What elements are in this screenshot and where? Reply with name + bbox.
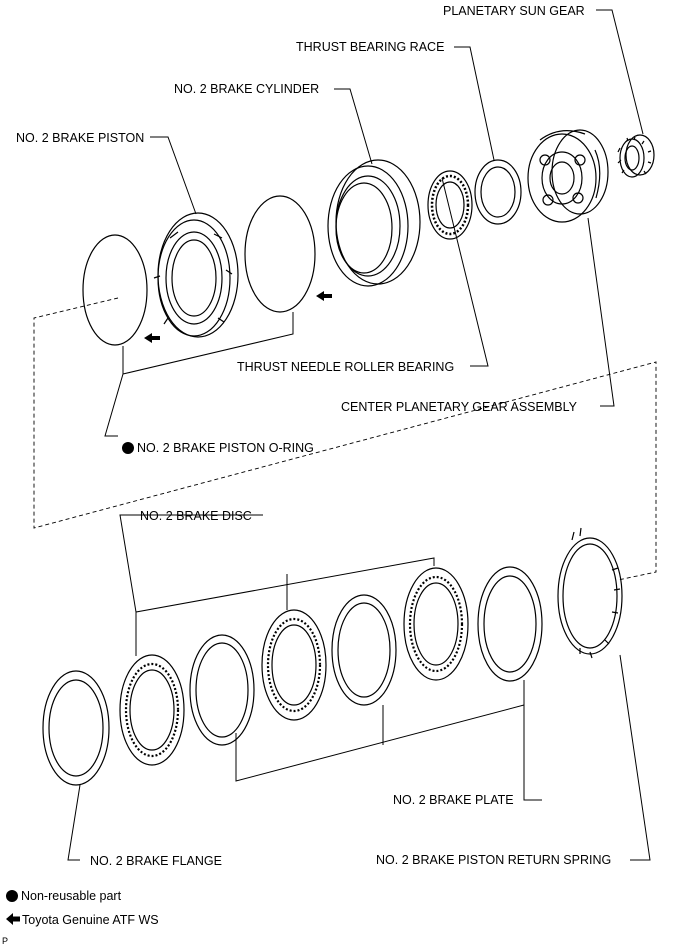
no2-brake-cylinder bbox=[327, 159, 421, 287]
no2-brake-piston bbox=[153, 212, 239, 338]
brake-plate-3 bbox=[189, 634, 255, 746]
thrust-bearing-race bbox=[474, 159, 522, 225]
label-center-planetary-gear-assembly: CENTER PLANETARY GEAR ASSEMBLY bbox=[341, 400, 577, 414]
label-thrust-needle-roller-bearing: THRUST NEEDLE ROLLER BEARING bbox=[237, 360, 455, 374]
piston-oring-outer bbox=[244, 195, 316, 313]
brake-disc-3 bbox=[119, 654, 185, 766]
label-no2-brake-flange: NO. 2 BRAKE FLANGE bbox=[90, 854, 222, 868]
label-thrust-bearing-race: THRUST BEARING RACE bbox=[296, 40, 445, 54]
thrust-needle-roller-bearing bbox=[427, 170, 473, 240]
legend-non-reusable-text: Non-reusable part bbox=[21, 889, 122, 903]
center-planetary-gear-assembly bbox=[527, 129, 609, 223]
legend-non-reusable: Non-reusable part bbox=[6, 889, 121, 904]
no2-brake-flange bbox=[42, 670, 110, 786]
brake-disc-1 bbox=[403, 567, 469, 681]
legend-atf: Toyota Genuine ATF WS bbox=[6, 913, 159, 928]
brake-plate-1 bbox=[477, 566, 543, 682]
label-no2-brake-cylinder: NO. 2 BRAKE CYLINDER bbox=[174, 82, 320, 96]
filled-circle-icon bbox=[6, 890, 18, 902]
brake-plate-2 bbox=[331, 594, 397, 706]
atf-arrow-marks bbox=[144, 291, 332, 343]
brake-disc-2 bbox=[261, 609, 327, 721]
piston-oring-inner bbox=[82, 234, 148, 346]
label-no2-brake-piston-oring: NO. 2 BRAKE PISTON O-RING bbox=[122, 441, 314, 456]
label-no2-brake-disc: NO. 2 BRAKE DISC bbox=[140, 509, 252, 523]
label-no2-brake-plate: NO. 2 BRAKE PLATE bbox=[393, 793, 514, 807]
label-no2-brake-piston-oring-text: NO. 2 BRAKE PISTON O-RING bbox=[137, 441, 314, 455]
label-no2-brake-piston-return-spring: NO. 2 BRAKE PISTON RETURN SPRING bbox=[376, 853, 612, 867]
label-no2-brake-piston: NO. 2 BRAKE PISTON bbox=[16, 131, 145, 145]
figure-code: P bbox=[2, 936, 9, 946]
no2-brake-piston-return-spring bbox=[557, 527, 623, 659]
label-planetary-sun-gear: PLANETARY SUN GEAR bbox=[443, 4, 585, 18]
legend-atf-text: Toyota Genuine ATF WS bbox=[22, 913, 159, 927]
left-arrow-icon bbox=[6, 913, 20, 925]
non-reusable-dot-icon bbox=[122, 442, 134, 454]
planetary-sun-gear bbox=[617, 134, 655, 178]
alignment-dashed-lines bbox=[33, 297, 657, 581]
leader-lines bbox=[67, 9, 651, 861]
